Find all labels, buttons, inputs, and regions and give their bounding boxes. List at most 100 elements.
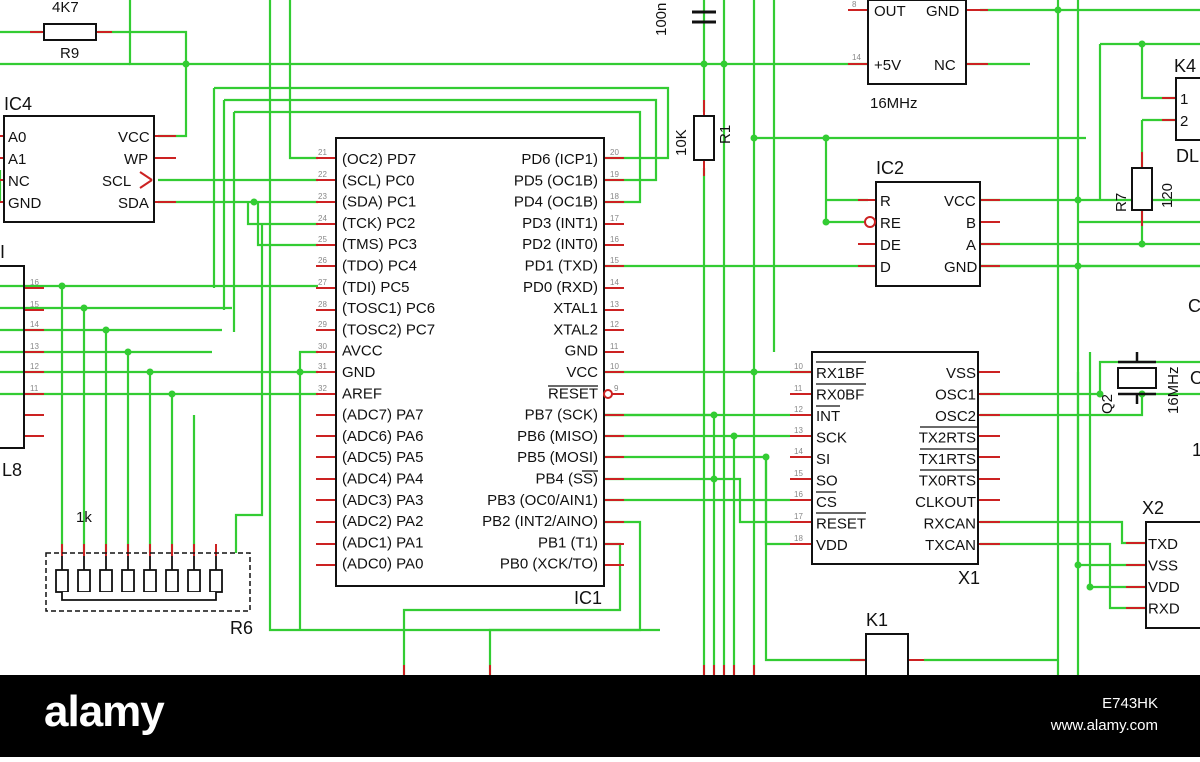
ic1-right-pin-label-16: PB3 (OC0/AIN1) [487, 492, 598, 509]
ic2-re: RE [880, 215, 901, 232]
x1-left-pin-label-0: RX1BF [816, 365, 864, 382]
x1-right-pin-label-4: TX1RTS [919, 451, 976, 468]
x1-right-pin-label-8: TXCAN [925, 537, 976, 554]
ic1-right-pin-label-14: PB5 (MOSI) [517, 449, 598, 466]
svg-text:17: 17 [610, 214, 619, 223]
ic1-right-labels: PD6 (ICP1)PD5 (OC1B)PD4 (OC1B)PD3 (INT1)… [482, 151, 598, 573]
ic1-right-pin-label-2: PD4 (OC1B) [514, 194, 598, 211]
x2-pin-label-0: TXD [1148, 536, 1178, 553]
inversion-bubbles [603, 216, 876, 399]
ic1-left-pin-label-9: AVCC [342, 343, 383, 360]
x1-left-pin-label-7: RESET [816, 516, 866, 533]
ic1-left-pin-label-14: (ADC5) PA5 [342, 449, 423, 466]
ic1-left-pin-label-18: (ADC1) PA1 [342, 534, 423, 551]
ic4-a0: A0 [8, 129, 26, 146]
x2-pin-label-3: RXD [1148, 601, 1180, 618]
ic2-b: B [966, 215, 976, 232]
svg-text:29: 29 [318, 320, 327, 329]
ic4-scl: SCL [102, 173, 131, 190]
osc-out-label: OUT [874, 3, 906, 20]
ic1-left-pin-label-2: (SDA) PC1 [342, 194, 416, 211]
svg-text:28: 28 [318, 300, 327, 309]
x2-pin-label-1: VSS [1148, 558, 1178, 575]
x1-left-pin-label-4: SI [816, 451, 830, 468]
junctions [58, 6, 1146, 591]
r9-value: 4K7 [52, 0, 79, 16]
svg-text:14: 14 [852, 53, 861, 62]
q2-name: Q2 [1099, 394, 1116, 414]
x1-right-pin-label-7: RXCAN [923, 516, 976, 533]
x1-left-pin-label-5: SO [816, 473, 838, 490]
ic1-left-pin-label-16: (ADC3) PA3 [342, 492, 423, 509]
clock-marker-icon [139, 171, 153, 189]
svg-text:10: 10 [794, 362, 803, 371]
ic1-left-pin-label-10: GND [342, 364, 376, 381]
r1-value: 10K [673, 129, 690, 156]
osc-gnd-label: GND [926, 3, 960, 20]
svg-text:18: 18 [794, 534, 803, 543]
svg-text:8: 8 [852, 0, 857, 9]
x1-right-pin-label-2: OSC2 [935, 408, 976, 425]
ic1-right-pin-label-4: PD2 (INT0) [522, 236, 598, 253]
r6-network-outline [45, 552, 251, 612]
svg-text:14: 14 [610, 278, 619, 287]
overlines [548, 361, 978, 514]
k4-name: K4 [1174, 56, 1196, 76]
ic4-name: IC4 [4, 94, 32, 114]
watermark-footer: alamy E743HK www.alamy.com [0, 675, 1200, 757]
x2-body [1145, 521, 1200, 629]
ic4-wp: WP [124, 151, 148, 168]
k4-body [1175, 77, 1200, 141]
oscillator-body [867, 0, 967, 85]
k4-dl: DL [1176, 146, 1199, 166]
ic1-body [335, 137, 605, 587]
pin-stubs [0, 9, 1180, 675]
x1-body [811, 351, 979, 565]
image-id: E743HK [1102, 695, 1158, 712]
ic4-nc: NC [8, 173, 30, 190]
x1-right-pin-label-5: TX0RTS [919, 473, 976, 490]
svg-text:11: 11 [30, 384, 39, 393]
osc-nc-label: NC [934, 57, 956, 74]
r7-name: R7 [1113, 193, 1130, 212]
ic4-gnd: GND [8, 195, 42, 212]
edge-i: I [0, 242, 5, 262]
ic1-right-pin-label-7: XTAL1 [553, 300, 598, 317]
svg-text:24: 24 [318, 214, 327, 223]
ic1-left-pin-label-1: (SCL) PC0 [342, 172, 415, 189]
svg-text:15: 15 [610, 256, 619, 265]
svg-text:16: 16 [610, 235, 619, 244]
r6-resistors [55, 556, 223, 601]
ic1-right-pin-label-6: PD0 (RXD) [523, 279, 598, 296]
x1-left-pin-label-1: RX0BF [816, 387, 864, 404]
svg-text:18: 18 [610, 192, 619, 201]
ic1-left-pin-label-5: (TDO) PC4 [342, 258, 417, 275]
x1-right-pin-label-6: CLKOUT [915, 494, 976, 511]
ic1-left-pin-label-19: (ADC0) PA0 [342, 556, 423, 573]
ic1-right-pin-label-13: PB6 (MISO) [517, 428, 598, 445]
r1-body [693, 115, 715, 161]
svg-text:27: 27 [318, 278, 327, 287]
ic1-right-pin-label-10: VCC [566, 364, 598, 381]
r7-body [1131, 167, 1153, 211]
ic1-right-pin-label-0: PD6 (ICP1) [521, 151, 598, 168]
svg-text:13: 13 [30, 342, 39, 351]
x1-right-pin-label-1: OSC1 [935, 387, 976, 404]
wires [0, 0, 1200, 675]
ic2-d: D [880, 259, 891, 276]
ic2-gnd: GND [944, 259, 978, 276]
l8-name: L8 [2, 460, 22, 480]
x1-left-pin-label-2: INT [816, 408, 840, 425]
svg-text:31: 31 [318, 362, 327, 371]
crystal-icon [1118, 352, 1156, 404]
svg-text:11: 11 [794, 384, 803, 393]
edge-o: O [1190, 368, 1200, 388]
ic2-vcc: VCC [944, 193, 976, 210]
svg-text:14: 14 [30, 320, 39, 329]
ic1-right-pin-label-8: XTAL2 [553, 321, 598, 338]
q2-freq: 16MHz [1165, 366, 1182, 414]
svg-text:30: 30 [318, 342, 327, 351]
ic1-left-labels: (OC2) PD7(SCL) PC0(SDA) PC1(TCK) PC2(TMS… [342, 151, 435, 573]
